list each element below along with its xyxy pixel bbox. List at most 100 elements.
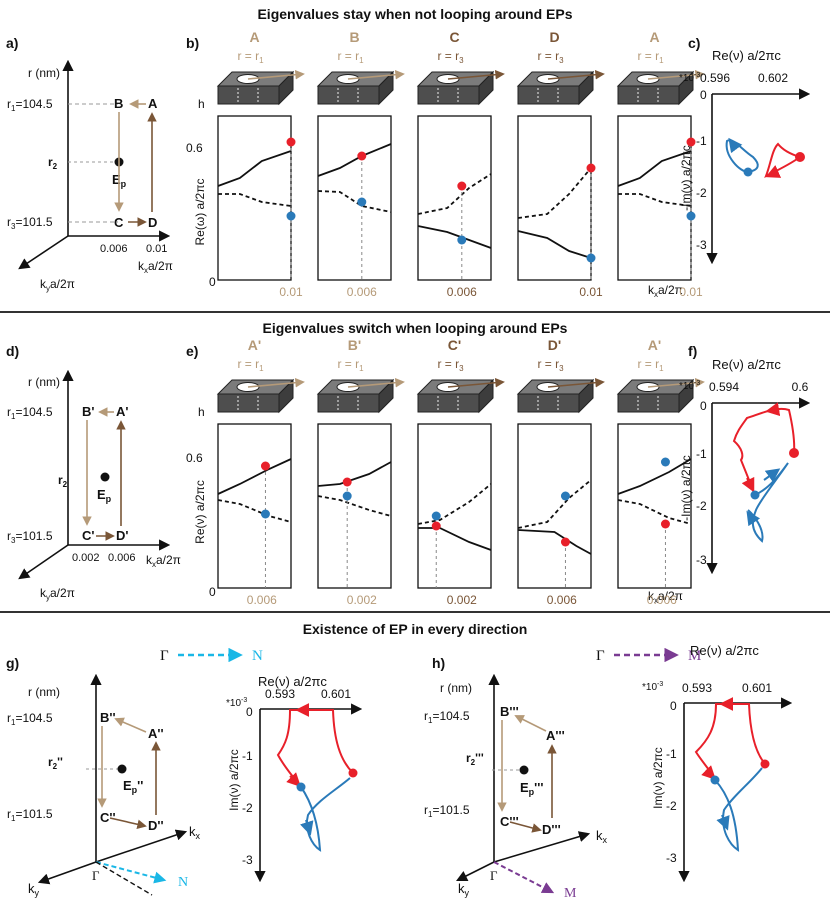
k-arrow [447, 377, 505, 388]
red-eigenvalue-dot [457, 181, 467, 191]
blue-loop [747, 462, 789, 543]
ep-label: Ep [97, 487, 112, 504]
plot-y-tick-0: 0 [670, 699, 677, 713]
lower-band [517, 479, 592, 529]
panel-label-d: d) [6, 343, 19, 359]
radius-sub: 1 [659, 364, 664, 373]
ep-label: Ep'' [123, 778, 143, 795]
scale-label: *10-3 [679, 72, 700, 84]
m-label: M [564, 886, 577, 901]
slab-side [378, 70, 394, 106]
column-label: D [549, 29, 559, 45]
column-radius: r = r3 [537, 49, 564, 65]
path-C-D [109, 817, 147, 829]
y-tick-1: -1 [696, 134, 707, 148]
heading-middle: Eigenvalues switch when looping around E… [263, 320, 568, 336]
r-axis-label: r (nm) [440, 681, 472, 695]
blue-dot [710, 775, 720, 785]
band-plot-box [217, 115, 292, 281]
red-eigenvalue-dot [660, 519, 670, 529]
red-eigenvalue-dot [686, 137, 696, 147]
ky-axis [18, 544, 69, 580]
slab-front [217, 85, 280, 105]
r-axis-label: r (nm) [28, 66, 60, 80]
y-tick-3: -3 [696, 553, 707, 567]
y-tick-2: -2 [696, 186, 707, 200]
ep-marker [519, 765, 529, 775]
x-tick-2: 0.6 [792, 380, 809, 394]
radius-sub: 3 [459, 364, 464, 373]
slab-front [617, 393, 680, 413]
slab-front [617, 85, 680, 105]
k-arrow [547, 69, 605, 80]
gamma-origin: Γ [92, 868, 100, 883]
slab-side [678, 70, 694, 106]
tick-2: 0.01 [146, 243, 167, 255]
blue-eigenvalue-dot [260, 509, 270, 519]
panel-label-b: b) [186, 35, 199, 51]
gamma-origin: Γ [490, 868, 498, 883]
red-eigenvalue-dot [342, 477, 352, 487]
r3-label: r3=101.5 [7, 215, 53, 231]
ky-label: ky [458, 881, 470, 898]
panel-c: Re(ν) a/2πc *10-3 0.596 0.602 0 -1 -2 -3… [679, 48, 811, 265]
heading-top: Eigenvalues stay when not looping around… [257, 6, 572, 22]
heading-bottom: Existence of EP in every direction [303, 621, 528, 637]
band-plot-box [417, 423, 492, 589]
x-tick-1: 0.594 [709, 380, 739, 394]
slab-side [278, 70, 294, 106]
y-tick-0.6: 0.6 [186, 141, 203, 155]
k-arrow [247, 69, 305, 80]
radius-text: r = r [637, 357, 659, 371]
red-eigenvalue-dot [357, 151, 367, 161]
blue-loop-arrow [300, 819, 314, 836]
plot-x-tick-2: 0.601 [742, 681, 772, 695]
point-C: C'' [100, 810, 116, 825]
x-tick: 0.006 [247, 593, 277, 607]
red-loop [732, 408, 796, 494]
tick-1: 0.006 [100, 243, 128, 255]
kx-axis [493, 831, 591, 863]
r1-label: r1=104.5 [7, 711, 53, 727]
radius-sub: 1 [259, 364, 264, 373]
upper-band [517, 230, 592, 259]
radius-text: r = r [637, 49, 659, 63]
point-C: C''' [500, 814, 519, 829]
plot-y-tick-2: -2 [666, 799, 677, 813]
radius-sub: 1 [359, 364, 364, 373]
ep-label: Ep [112, 172, 127, 189]
plot-y-tick-2: -2 [242, 801, 253, 815]
blue-eigenvalue-dot [357, 197, 367, 207]
blue-eigenvalue-dot [431, 511, 441, 521]
lower-band [317, 190, 392, 213]
upper-band [617, 150, 692, 187]
k-arrow [647, 69, 705, 80]
r-axis-label: r (nm) [28, 685, 60, 699]
x-axis-label: kxa/2π [648, 283, 683, 299]
m-direction [493, 861, 555, 894]
slab-side [478, 378, 494, 414]
plot-y-tick-3: -3 [666, 851, 677, 865]
column-label: C' [448, 337, 461, 353]
x-tick: 0.01 [279, 285, 303, 299]
tick-2: 0.006 [108, 552, 136, 564]
slab-front [417, 393, 480, 413]
path-C-D [509, 821, 542, 833]
slab-side [278, 378, 294, 414]
kx-label: kxa/2π [138, 259, 173, 275]
slab-front [517, 85, 580, 105]
red-eigenvalue-dot [431, 521, 441, 531]
r1-label: r1=104.5 [7, 97, 53, 113]
band-plot-box [317, 423, 392, 589]
point-B: B' [82, 404, 94, 419]
plot-y-tick-0: 0 [246, 705, 253, 719]
x-axis-label: Re(ν) a/2πc [712, 48, 781, 63]
k-arrow [247, 377, 305, 388]
point-A: A'' [148, 726, 164, 741]
blue-loop-arrow-2 [746, 510, 761, 527]
upper-band [417, 225, 492, 249]
slab-front [417, 85, 480, 105]
red-dot [789, 448, 799, 458]
plot-y-axis-label: Im(ν) a/2πc [651, 747, 665, 809]
plot-x-tick-1: 0.593 [682, 681, 712, 695]
